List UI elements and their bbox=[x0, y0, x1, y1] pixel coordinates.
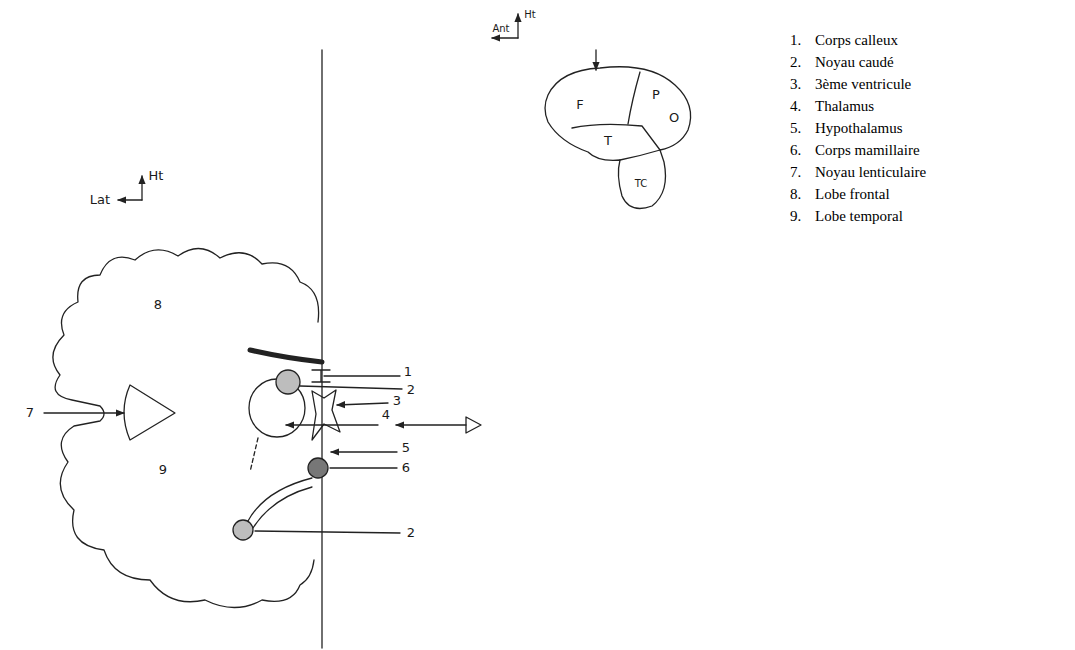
double-arrow bbox=[396, 424, 466, 425]
legend-text: Hypothalamus bbox=[815, 120, 903, 137]
ventricle-shape bbox=[312, 390, 340, 440]
legend-number: 9. bbox=[790, 208, 801, 225]
legend-number: 8. bbox=[790, 186, 801, 203]
legend-number: 3. bbox=[790, 76, 801, 93]
caudate-nucleus bbox=[233, 520, 253, 540]
axis-arrow bbox=[517, 14, 518, 38]
legend-number: 5. bbox=[790, 120, 801, 137]
legend-text: Lobe temporal bbox=[815, 208, 903, 225]
lenticular-shape bbox=[124, 385, 175, 440]
legend-number: 4. bbox=[790, 98, 801, 115]
brain-lateral-outline bbox=[545, 67, 691, 209]
leader-line bbox=[286, 424, 378, 425]
central-sulcus bbox=[628, 72, 640, 124]
pointer-arrow bbox=[595, 50, 596, 70]
lobe-letter: F bbox=[576, 98, 583, 112]
axis-arrow bbox=[118, 199, 142, 200]
callout-number: 6 bbox=[402, 461, 410, 475]
callout-number: 9 bbox=[159, 463, 167, 477]
callout-number: 3 bbox=[393, 394, 401, 408]
legend-text: Corps mamillaire bbox=[815, 142, 920, 159]
axis-label: Ant bbox=[492, 23, 509, 34]
legend-number: 1. bbox=[790, 32, 801, 49]
callout-number: 7 bbox=[26, 406, 34, 420]
caudate-nucleus bbox=[276, 370, 300, 394]
axis-label: Lat bbox=[90, 193, 110, 207]
mamillary-body bbox=[308, 458, 328, 478]
dashed-line bbox=[250, 438, 258, 472]
axis-arrow bbox=[492, 37, 518, 38]
leader-line bbox=[337, 403, 388, 405]
leader-line bbox=[44, 412, 124, 413]
leader-line bbox=[330, 467, 397, 468]
callout-number: 5 bbox=[402, 441, 410, 455]
callout-number: 2 bbox=[407, 383, 415, 397]
legend-text: Thalamus bbox=[815, 98, 874, 115]
axis-label: Ht bbox=[149, 169, 164, 183]
lobe-letter: O bbox=[669, 111, 679, 125]
callout-number: 2 bbox=[407, 526, 415, 540]
callout-number: 8 bbox=[154, 298, 162, 312]
callout-number: 4 bbox=[382, 408, 390, 422]
lobe-letter: TC bbox=[635, 178, 648, 189]
lateral-sulcus bbox=[572, 124, 660, 150]
legend-text: Noyau caudé bbox=[815, 54, 894, 71]
callout-number: 1 bbox=[404, 365, 412, 379]
lobe-letter: P bbox=[652, 88, 660, 102]
legend-number: 7. bbox=[790, 164, 801, 181]
leader-line bbox=[331, 451, 397, 452]
midline bbox=[321, 50, 322, 648]
caudate-tail bbox=[248, 478, 312, 521]
legend-text: Lobe frontal bbox=[815, 186, 890, 203]
legend-text: Noyau lenticulaire bbox=[815, 164, 926, 181]
axis-label: Ht bbox=[524, 9, 535, 20]
brainstem-line bbox=[620, 150, 660, 160]
legend-number: 6. bbox=[790, 142, 801, 159]
lobe-letter: T bbox=[604, 134, 612, 148]
leader-line bbox=[255, 531, 400, 533]
open-triangle bbox=[466, 417, 481, 433]
axis-arrow bbox=[141, 176, 142, 200]
legend-text: Corps calleux bbox=[815, 32, 898, 49]
hemisphere-outline bbox=[53, 248, 319, 607]
legend-number: 2. bbox=[790, 54, 801, 71]
caudate-tail bbox=[253, 487, 312, 528]
corpus-callosum bbox=[250, 350, 322, 362]
leader-line bbox=[300, 386, 402, 389]
legend-text: 3ème ventricule bbox=[815, 76, 911, 93]
leader-line bbox=[324, 375, 400, 376]
